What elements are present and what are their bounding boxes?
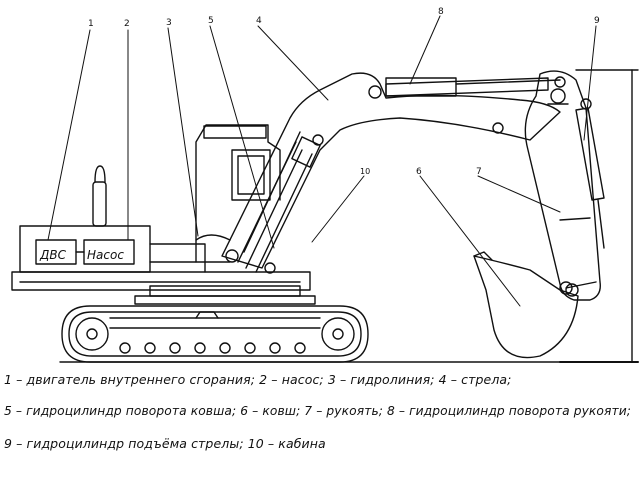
legend-line-3: 9 – гидроцилиндр подъёма стрелы; 10 – ка… — [4, 436, 326, 451]
callout-5: 5 — [208, 16, 214, 26]
callout-7: 7 — [476, 167, 482, 177]
boom — [221, 72, 561, 269]
crawler-track — [61, 305, 369, 363]
callout-2: 2 — [124, 19, 130, 29]
pump-box-label: Насос — [87, 248, 124, 262]
legend-line-2: 5 – гидроцилиндр поворота ковша; 6 – ков… — [4, 404, 632, 418]
callout-1: 1 — [88, 19, 94, 29]
cabin — [195, 124, 281, 263]
callout-3: 3 — [166, 18, 172, 28]
callout-8: 8 — [438, 7, 444, 17]
stick-cylinder — [385, 76, 566, 97]
stick-arm — [524, 70, 601, 301]
callout-9: 9 — [594, 16, 600, 26]
bucket — [473, 251, 597, 359]
callout-4: 4 — [256, 16, 262, 26]
turntable — [134, 285, 316, 305]
bucket-cylinder — [575, 98, 605, 249]
engine-box-label: ДВС — [39, 248, 67, 262]
boom-lift-cylinder — [237, 134, 324, 274]
callout-6: 6 — [416, 167, 422, 177]
upper-structure — [11, 225, 311, 291]
callout-leaders — [47, 15, 597, 307]
callout-10: 10 — [360, 167, 370, 176]
legend-line-1: 1 – двигатель внутреннего сгорания; 2 – … — [4, 372, 512, 387]
exhaust-pipe — [92, 165, 107, 227]
